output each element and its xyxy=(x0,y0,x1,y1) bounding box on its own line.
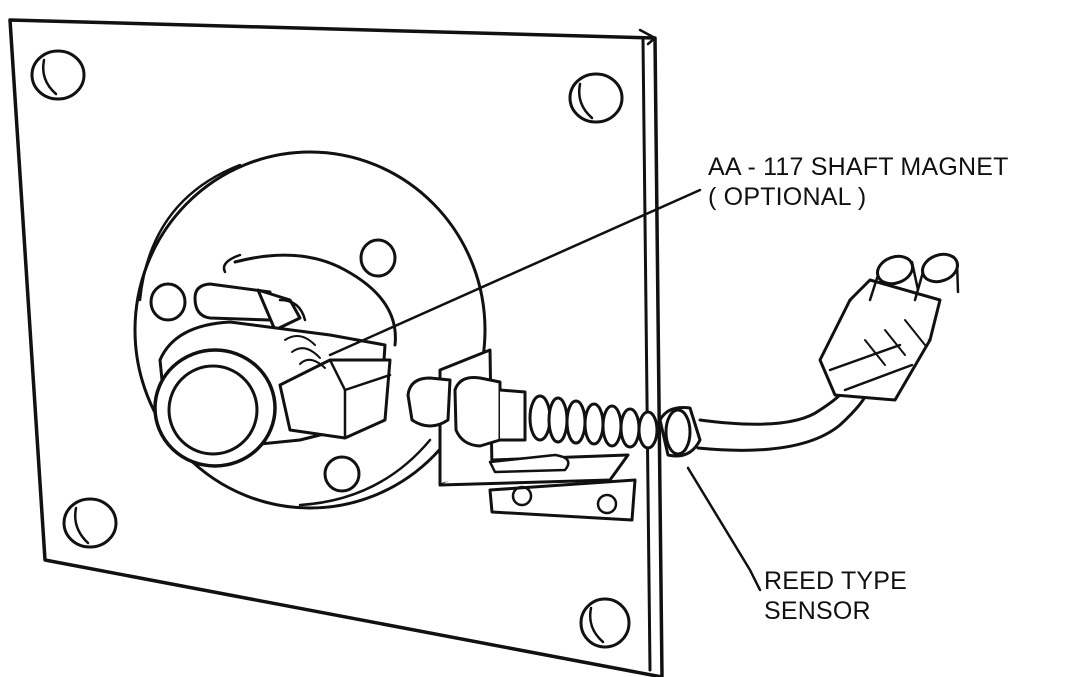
mounting-hole-bottom-right xyxy=(579,597,631,649)
reed-sensor-callout: REED TYPE SENSOR xyxy=(764,566,907,626)
shaft-magnet-label: AA - 117 SHAFT MAGNET xyxy=(708,153,1009,181)
bearing-flange xyxy=(133,150,487,510)
shaft-collar xyxy=(153,282,392,468)
leader-lines xyxy=(328,188,762,592)
shaft-magnet-optional-note: ( OPTIONAL ) xyxy=(708,183,867,211)
magnet-leader-line xyxy=(328,188,702,357)
reed-sensor-label-line2: SENSOR xyxy=(764,597,871,625)
reed-sensor-body xyxy=(453,376,702,458)
mounting-hole-bottom-left xyxy=(62,497,118,549)
mounting-hole-top-right xyxy=(568,72,624,124)
shaft-magnet-callout: AA - 117 SHAFT MAGNET ( OPTIONAL ) xyxy=(708,152,1009,212)
sensor-leader-line xyxy=(686,466,762,592)
reed-sensor-label-line1: REED TYPE xyxy=(764,567,908,595)
connector-icon xyxy=(818,252,960,402)
mounting-hole-top-left xyxy=(30,49,86,101)
